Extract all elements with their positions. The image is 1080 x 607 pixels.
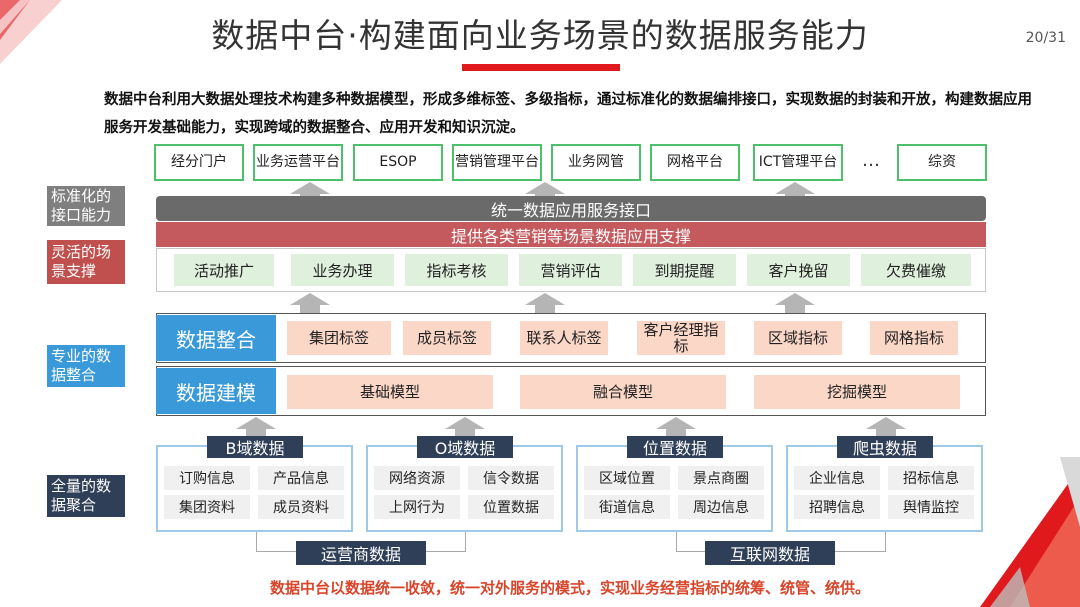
integration-label: 数据整合 [156,315,276,361]
scenario-box: 欠费催缴 [861,254,971,286]
up-arrow-icon [866,417,906,439]
footer-summary: 数据中台以数据统一收敛，统一对外服务的模式，实现业务经营指标的统筹、统管、统供。 [269,578,870,597]
up-arrow-icon [656,417,696,439]
scenario-box: 业务办理 [291,254,394,286]
app-box: ESOP [353,144,443,181]
source-item: 信令数据 [468,466,554,490]
source-item: 招聘信息 [794,495,880,519]
up-arrow-icon [775,293,815,315]
integration-tag: 集团标签 [287,321,391,355]
source-item: 上网行为 [374,495,460,519]
side-label-flexible: 灵活的场景支撑 [47,240,125,284]
source-item: 位置数据 [468,495,554,519]
source-heading: 爬虫数据 [837,436,933,458]
model-box: 融合模型 [520,375,726,409]
unified-interface-bar: 统一数据应用服务接口 [156,196,986,221]
source-item: 成员资料 [258,495,344,519]
source-item: 网络资源 [374,466,460,490]
source-item: 企业信息 [794,466,880,490]
app-box: 营销管理平台 [452,144,542,181]
corner-decoration-bottom-right [980,457,1080,607]
app-box: 业务运营平台 [253,144,343,181]
integration-tag: 区域指标 [754,321,842,355]
scenario-box: 营销评估 [519,254,622,286]
scenario-box: 到期提醒 [633,254,736,286]
source-item: 招标信息 [888,466,974,490]
source-heading: B域数据 [207,436,303,458]
integration-tag: 客户经理指标 [637,321,725,355]
source-item: 产品信息 [258,466,344,490]
side-label-standard: 标准化的接口能力 [47,186,125,226]
source-item: 集团资料 [164,495,250,519]
page-number: 20/31 [1025,30,1066,46]
up-arrow-icon [236,417,276,439]
integration-tag: 网格指标 [870,321,958,355]
intro-paragraph: 数据中台利用大数据处理技术构建多种数据模型，形成多维标签、多级指标，通过标准化的… [104,92,1032,136]
source-item: 景点商圈 [678,466,764,490]
source-heading: 位置数据 [627,436,723,458]
app-box: 业务网管 [551,144,641,181]
scenario-support-bar: 提供各类营销等场景数据应用支撑 [156,222,986,247]
source-item: 街道信息 [584,495,670,519]
source-item: 舆情监控 [888,495,974,519]
page-title: 数据中台·构建面向业务场景的数据服务能力 [211,16,869,55]
integration-tag: 成员标签 [403,321,491,355]
scenario-box: 指标考核 [405,254,508,286]
app-box: 经分门户 [154,144,244,181]
integration-tag: 联系人标签 [520,321,608,355]
title-underline [462,64,620,71]
up-arrow-icon [525,293,565,315]
side-label-professional: 专业的数据整合 [47,345,125,387]
operator-data-tag: 运营商数据 [296,541,426,565]
corner-decoration-top-left [0,0,62,64]
model-box: 基础模型 [287,375,493,409]
model-box: 挖掘模型 [754,375,960,409]
app-box: 综资 [897,144,987,181]
source-heading: O域数据 [417,436,513,458]
source-item: 区域位置 [584,466,670,490]
apps-more-ellipsis: … [862,150,880,171]
scenario-box: 客户挽留 [747,254,850,286]
source-item: 订购信息 [164,466,250,490]
source-item: 周边信息 [678,495,764,519]
side-label-full: 全量的数据聚合 [47,475,125,517]
internet-data-tag: 互联网数据 [705,541,835,565]
scenario-box: 活动推广 [174,254,274,286]
app-box: 网格平台 [650,144,740,181]
modeling-label: 数据建模 [156,368,276,414]
up-arrow-icon [290,293,330,315]
app-box: ICT管理平台 [753,144,843,181]
up-arrow-icon [445,417,485,439]
